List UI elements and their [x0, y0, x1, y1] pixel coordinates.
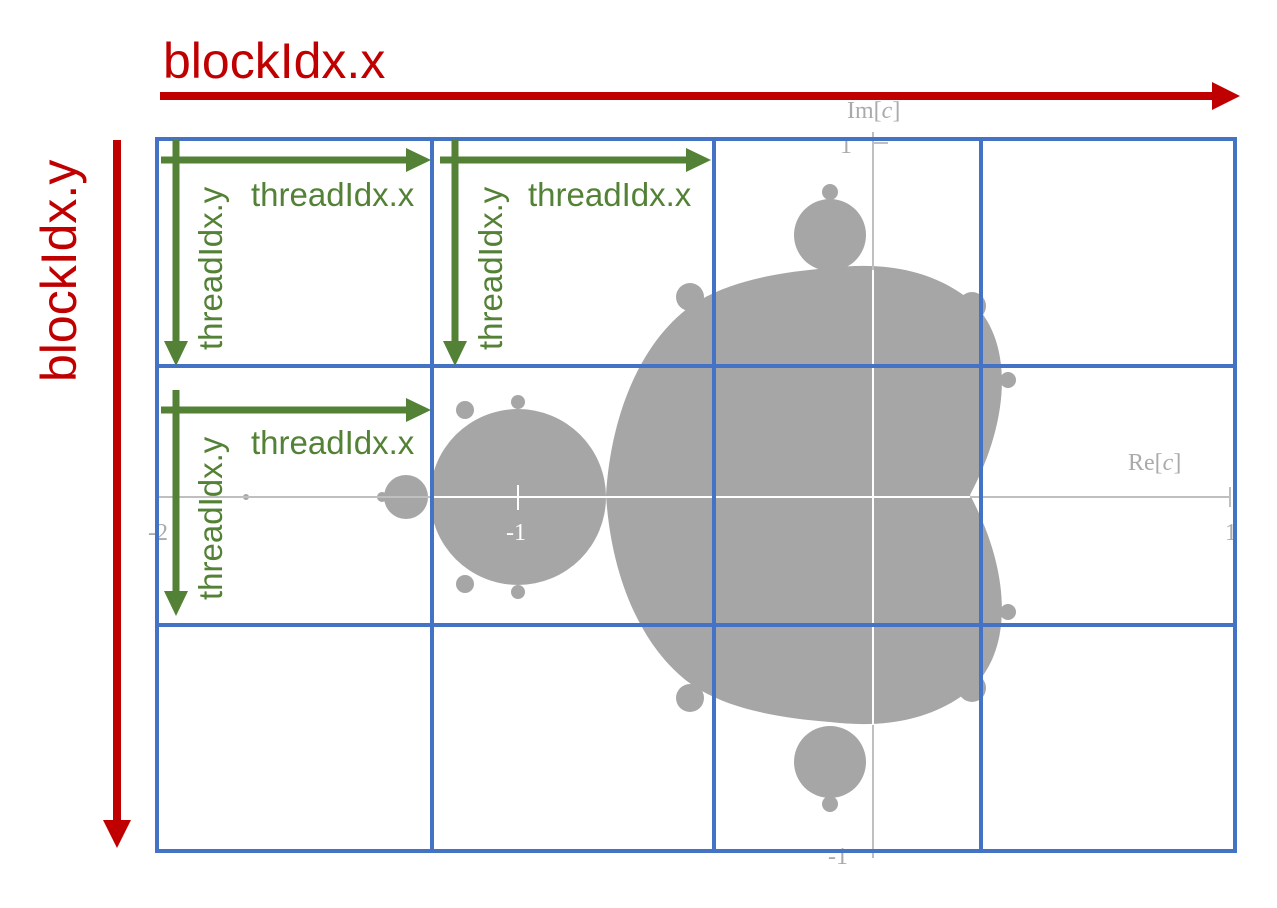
thread-y-label-1-0: threadIdx.y	[472, 186, 509, 350]
grid-border	[155, 137, 1237, 853]
thread-x-label-0-0: threadIdx.x	[251, 176, 415, 213]
top-bulb-small	[822, 184, 838, 200]
bulb-f	[456, 575, 474, 593]
mandelbrot-set	[243, 184, 1016, 812]
tick-label-im-top: 1	[840, 133, 852, 159]
thread-arrows-block-0-0	[161, 140, 431, 366]
bulb-e	[456, 401, 474, 419]
thread-y-label-0-1: threadIdx.y	[192, 436, 229, 600]
bulb-h	[511, 585, 525, 599]
bulb-i	[1000, 372, 1016, 388]
axis-highlight	[430, 270, 970, 725]
tick-label-re-mid: -1	[506, 520, 526, 546]
thread-arrows-block-1-0	[440, 140, 711, 366]
bulb-b	[676, 684, 704, 712]
block-y-arrow	[103, 140, 131, 848]
bottom-bulb	[794, 726, 866, 798]
thread-arrows-block-0-1	[161, 390, 431, 616]
bulb-g	[511, 395, 525, 409]
bottom-bulb-small	[822, 796, 838, 812]
bulb-j	[1000, 604, 1016, 620]
block-y-label: blockIdx.y	[31, 160, 87, 382]
block-x-arrow	[160, 82, 1240, 110]
re-axis-label: Re[c]	[1128, 450, 1181, 476]
block-x-label: blockIdx.x	[163, 33, 385, 89]
main-cardioid	[606, 265, 1002, 725]
thread-y-label-0-0: threadIdx.y	[192, 186, 229, 350]
tick-label-im-bottom: -1	[828, 844, 848, 870]
thread-x-label-1-0: threadIdx.x	[528, 176, 692, 213]
block-grid	[155, 137, 1237, 853]
bulb-a	[676, 283, 704, 311]
top-bulb	[794, 199, 866, 271]
thread-x-label-0-1: threadIdx.x	[251, 424, 415, 461]
im-axis-label: Im[c]	[847, 98, 900, 124]
